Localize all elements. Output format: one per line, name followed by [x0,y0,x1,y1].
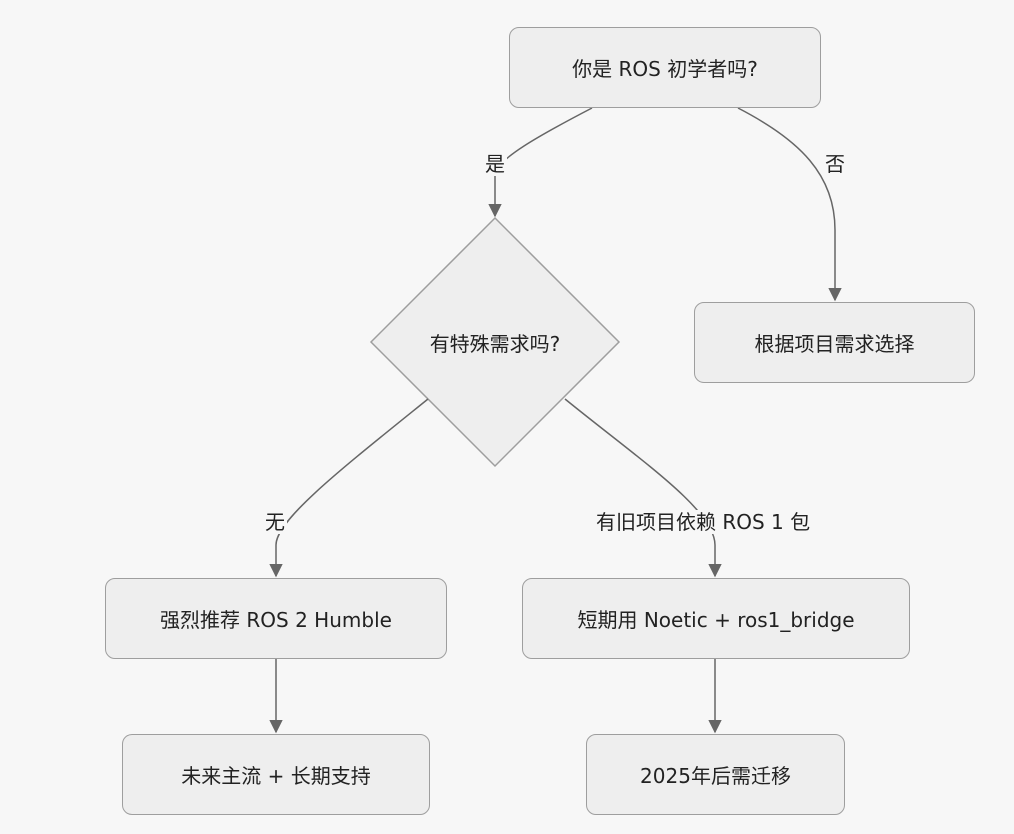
node-special: 有特殊需求吗? [371,318,619,366]
node-humble-label: 强烈推荐 ROS 2 Humble [160,608,392,632]
node-choose-label: 根据项目需求选择 [754,332,915,356]
node-future-label: 未来主流 + 长期支持 [181,764,371,788]
edge-special-to-humble [269,398,429,578]
edge-label-none: 无 [263,510,287,534]
node-noetic-label: 短期用 Noetic + ros1_bridge [577,608,855,632]
edge-special-to-noetic [564,398,722,578]
node-special-label: 有特殊需求吗? [429,331,561,356]
node-noetic: 短期用 Noetic + ros1_bridge [522,578,910,659]
edge-label-no: 否 [823,152,847,176]
node-start: 你是 ROS 初学者吗? [509,27,821,108]
node-future: 未来主流 + 长期支持 [122,734,430,815]
node-humble: 强烈推荐 ROS 2 Humble [105,578,447,659]
edge-start-to-special [488,107,593,218]
decision-diamond [369,216,621,468]
node-migrate-label: 2025年后需迁移 [640,764,791,788]
edge-label-yes: 是 [483,152,507,176]
edge-start-to-choose [737,107,842,302]
node-start-label: 你是 ROS 初学者吗? [572,57,758,81]
node-choose: 根据项目需求选择 [694,302,975,383]
edge-label-legacy: 有旧项目依赖 ROS 1 包 [594,510,813,534]
node-migrate: 2025年后需迁移 [586,734,845,815]
